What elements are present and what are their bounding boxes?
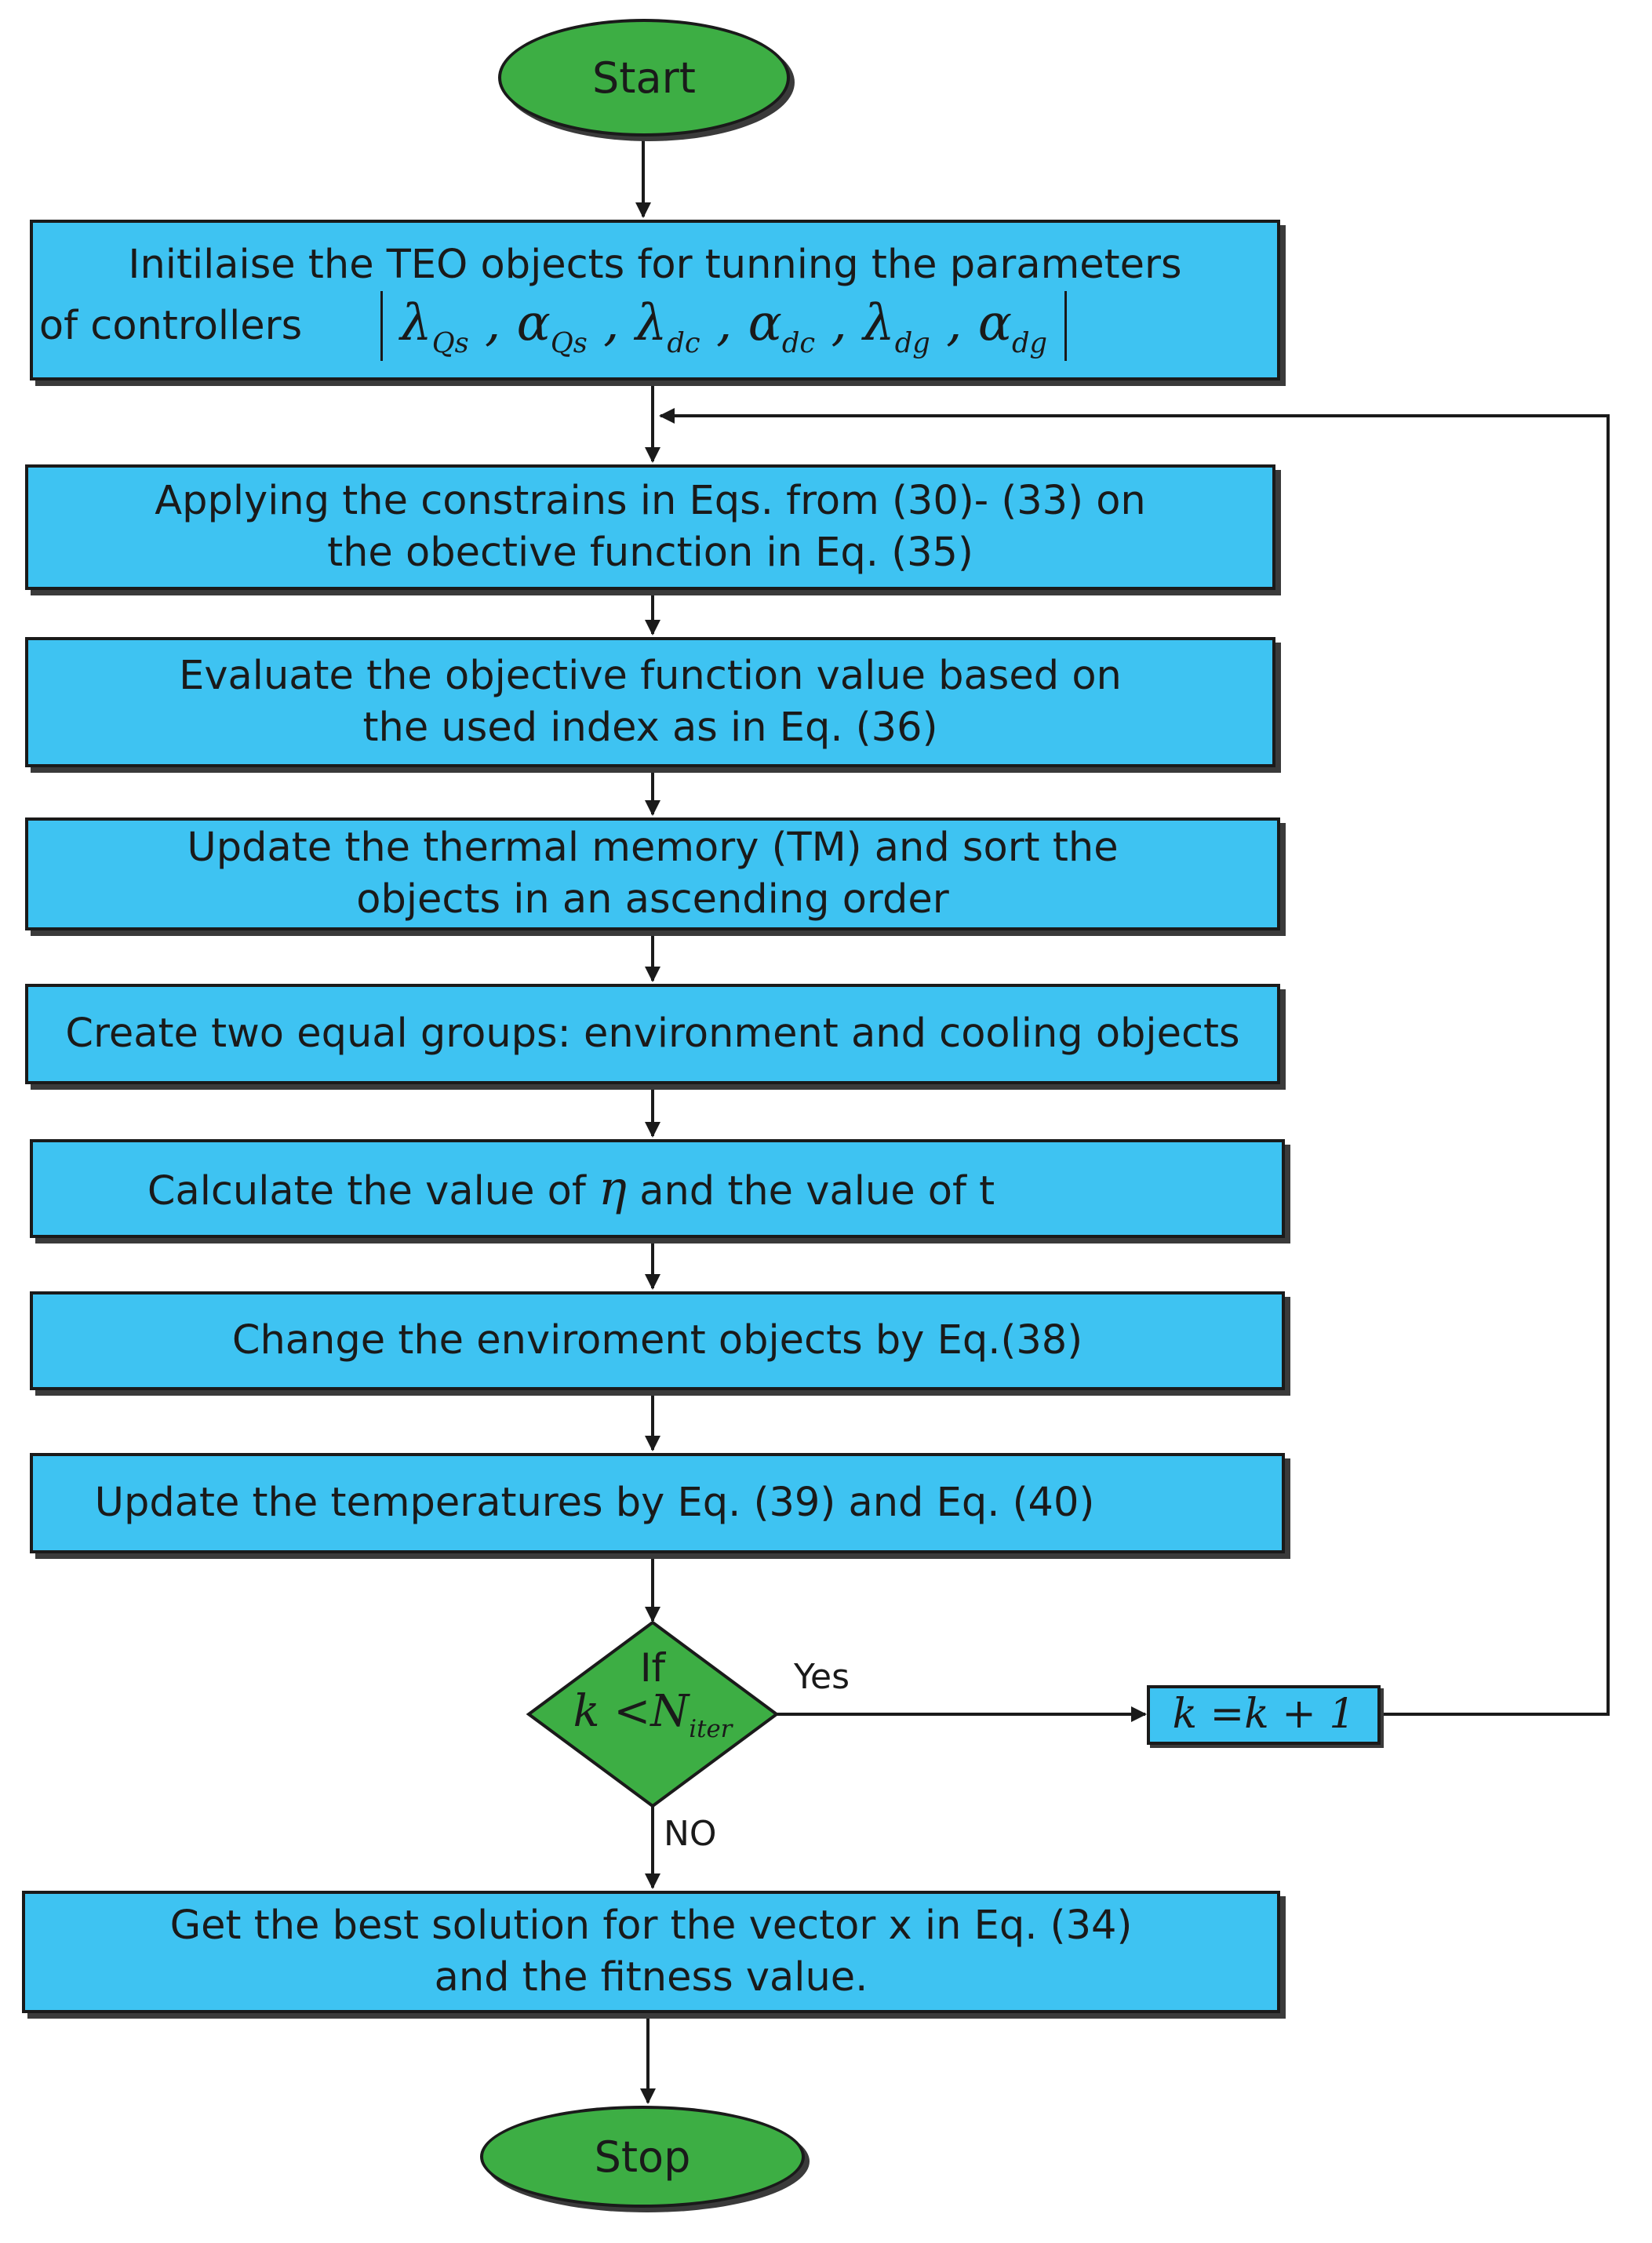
update-tm-line2: objects in an ascending order [356, 876, 949, 923]
stop-label: Stop [594, 2132, 691, 2182]
param-alpha-qs: αQs [516, 293, 588, 359]
eta-symbol: η [599, 1161, 627, 1216]
constraints-box: Applying the constrains in Eqs. from (30… [25, 464, 1275, 590]
best-line2: and the fitness value. [434, 1954, 868, 2001]
groups-text: Create two equal groups: environment and… [65, 1010, 1240, 1057]
decision-label: If k <Niter [529, 1648, 777, 1742]
init-line2: of controllers [38, 302, 303, 349]
decision-diamond [526, 1620, 780, 1808]
groups-box: Create two equal groups: environment and… [25, 984, 1280, 1084]
param-lambda-dc: λdc [635, 293, 700, 359]
param-lambda-qs: λQs [400, 293, 469, 359]
update-tm-line1: Update the thermal memory (TM) and sort … [187, 824, 1119, 871]
temps-box: Update the temperatures by Eq. (39) and … [30, 1453, 1285, 1553]
change-text: Change the enviroment objects by Eq.(38) [231, 1316, 1083, 1364]
temps-text: Update the temperatures by Eq. (39) and … [94, 1479, 1095, 1526]
evaluate-line2: the used index as in Eq. (36) [362, 705, 938, 751]
init-box: Initilaise the TEO objects for tunning t… [30, 220, 1280, 381]
parameter-vector: λQs , αQs , λdc , αdc , λdg , αdg [380, 290, 1068, 362]
start-label: Start [592, 53, 696, 103]
evaluate-line1: Evaluate the objective function value ba… [179, 652, 1122, 699]
decision-if: If [639, 1645, 666, 1691]
constraints-line2: the obective function in Eq. (35) [327, 530, 973, 576]
best-box: Get the best solution for the vector x i… [22, 1891, 1280, 2013]
increment-box: k =k + 1 [1147, 1685, 1381, 1745]
update-tm-box: Update the thermal memory (TM) and sort … [25, 817, 1280, 930]
stop-terminal: Stop [480, 2106, 805, 2208]
no-label: NO [664, 1814, 717, 1854]
decision-condition: k <Niter [573, 1685, 733, 1743]
yes-label: Yes [794, 1657, 850, 1697]
change-box: Change the enviroment objects by Eq.(38) [30, 1291, 1285, 1390]
constraints-line1: Applying the constrains in Eqs. from (30… [155, 477, 1146, 524]
init-line1: Initilaise the TEO objects for tunning t… [128, 241, 1182, 288]
increment-text: k =k + 1 [1172, 1691, 1355, 1739]
calculate-box: Calculate the value of η and the value o… [30, 1139, 1285, 1238]
calculate-text: Calculate the value of η and the value o… [147, 1161, 995, 1216]
loop-back-line [659, 408, 1610, 1716]
start-terminal: Start [498, 19, 790, 137]
t-symbol: t [979, 1168, 995, 1214]
param-alpha-dc: αdc [748, 293, 816, 359]
best-line1: Get the best solution for the vector x i… [169, 1902, 1133, 1949]
param-lambda-dg: λdg [863, 293, 930, 359]
init-line2-row: of controllers λQs , αQs , λdc , αdc , λ… [38, 290, 1068, 362]
param-alpha-dg: αdg [977, 293, 1048, 359]
evaluate-box: Evaluate the objective function value ba… [25, 637, 1275, 767]
